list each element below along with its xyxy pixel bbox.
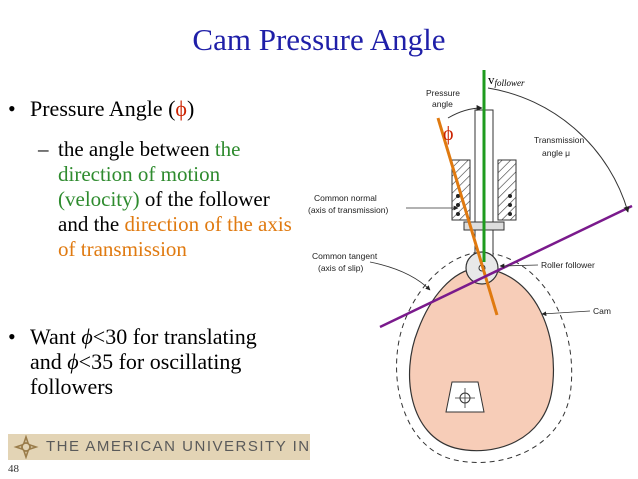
bullet-text-end: ) <box>187 96 195 121</box>
label-cam: Cam <box>593 306 611 316</box>
banner-text: THE AMERICAN UNIVERSITY IN CAIRO <box>46 438 310 455</box>
label-roller-follower: Roller follower <box>541 260 595 270</box>
definition-green: the direction of motion (velocity) <box>58 137 241 211</box>
label-common-tangent-1: Common tangent <box>312 251 378 261</box>
label-transmission-2: angle μ <box>542 148 570 158</box>
want-text-a: Want <box>30 324 82 349</box>
bullet-text: Pressure Angle ( <box>30 96 176 121</box>
v-sub: follower <box>495 78 525 88</box>
sub-bullet-dash: – <box>38 137 49 161</box>
label-common-normal-1: Common normal <box>314 193 377 203</box>
want-text-b: <30 for translating and <box>30 324 257 374</box>
phi-symbol: ϕ <box>175 96 188 121</box>
want-phi-2: ϕ <box>67 349 79 374</box>
bullet-want: • Want ϕ<30 for translating and ϕ<35 for… <box>8 324 290 399</box>
diagram-phi: ϕ <box>443 123 454 145</box>
transmission-arc <box>487 87 630 213</box>
spring-coils <box>456 194 512 216</box>
university-logo-icon <box>13 435 39 459</box>
label-v-follower: vfollower <box>488 72 525 88</box>
bullet-dot: • <box>8 324 16 349</box>
definition-text-2: of the follower and the <box>58 187 270 236</box>
label-pressure-angle-2: angle <box>432 99 453 109</box>
label-common-tangent-2: (axis of slip) <box>318 263 364 273</box>
cam-pivot <box>445 381 485 413</box>
definition-text-1: the angle between <box>58 137 215 161</box>
common-tangent-line <box>379 204 633 329</box>
common-normal-line <box>436 117 499 316</box>
sub-bullet-definition: – the angle between the direction of mot… <box>38 137 298 262</box>
pitch-curve <box>396 251 573 463</box>
university-banner: THE AMERICAN UNIVERSITY IN CAIRO <box>8 434 310 460</box>
want-phi-1: ϕ <box>81 324 93 349</box>
label-common-normal-2: (axis of transmission) <box>308 205 388 215</box>
pressure-angle-arc <box>447 105 483 119</box>
guide-right <box>497 159 517 221</box>
bullet-dot: • <box>8 96 16 121</box>
cam-body <box>408 267 555 452</box>
bullet-pressure-angle: • Pressure Angle (ϕ) <box>8 96 195 121</box>
definition-orange: direction of the axis of transmission <box>58 212 292 261</box>
slide-number: 48 <box>8 463 19 475</box>
slide-title: Cam Pressure Angle <box>192 22 446 57</box>
want-text-c: <35 for oscillating followers <box>30 349 242 399</box>
label-pressure-angle-1: Pressure <box>426 88 460 98</box>
label-transmission-1: Transmission <box>534 135 584 145</box>
v-main: v <box>488 72 495 87</box>
